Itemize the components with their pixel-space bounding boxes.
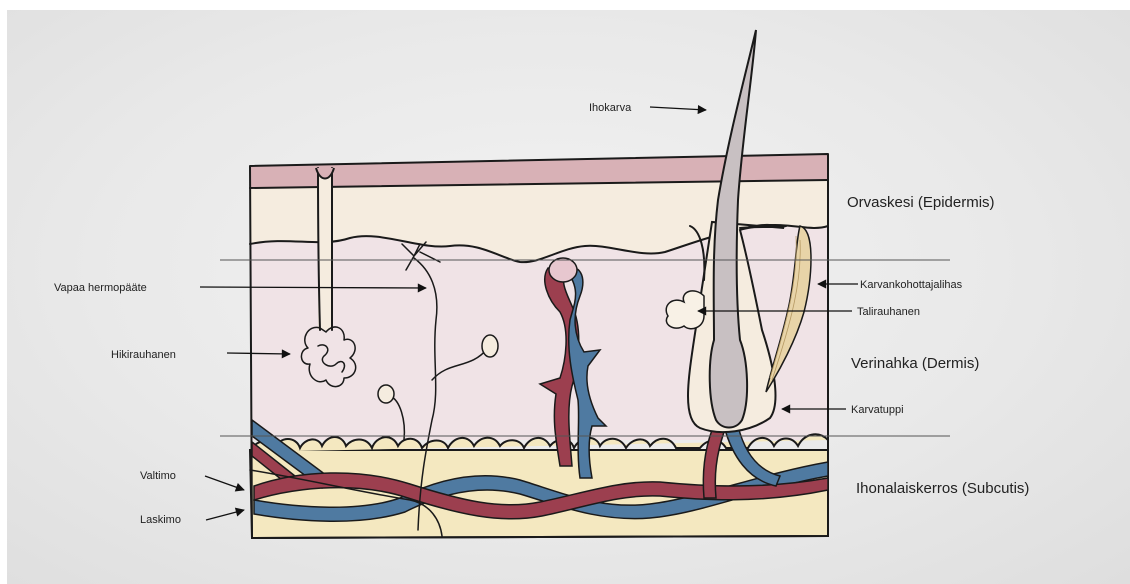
label-sebaceous-gland: Talirauhanen [857,306,920,318]
label-hair: Ihokarva [589,102,632,114]
label-vein: Laskimo [140,514,181,526]
layer-label-subcutis: Ihonalaiskerros (Subcutis) [856,480,1029,497]
layer-label-epidermis: Orvaskesi (Epidermis) [847,194,995,211]
label-arrector-pili: Karvankohottajalihas [860,279,963,291]
label-artery: Valtimo [140,470,176,482]
label-free-nerve-ending: Vapaa hermopääte [54,282,147,294]
layer-label-dermis: Verinahka (Dermis) [851,355,979,372]
label-hair-follicle: Karvatuppi [851,404,904,416]
label-sweat-gland: Hikirauhanen [111,349,176,361]
